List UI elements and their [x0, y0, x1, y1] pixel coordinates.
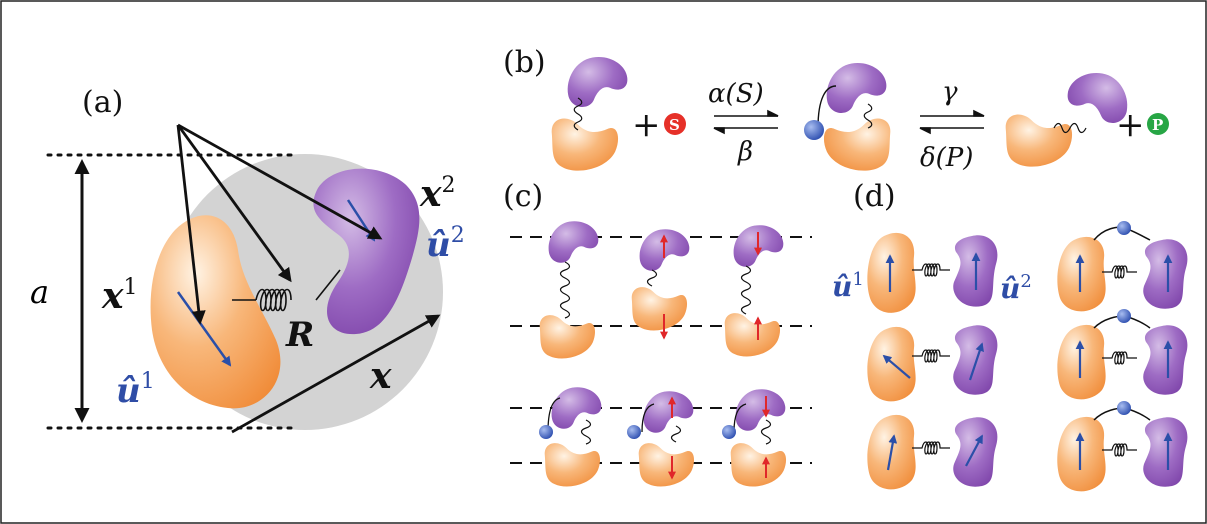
- d-left-row1: [867, 232, 998, 313]
- panel-d-label: (d): [853, 179, 896, 214]
- orange-domain: [150, 215, 281, 409]
- d-left-row2: [867, 325, 998, 402]
- c-row2-col1: [539, 387, 602, 487]
- reaction-2-arrows: [919, 109, 985, 135]
- c-row1-col1: [539, 221, 599, 359]
- pointer-arrows: [176, 123, 441, 434]
- reaction-1-arrows: [713, 109, 779, 135]
- panel-c: (c): [503, 179, 812, 487]
- product-ball: P: [1147, 113, 1169, 135]
- panel-a-label: (a): [82, 85, 123, 120]
- x2-label: x2: [419, 173, 455, 215]
- x1-label: x1: [101, 275, 137, 317]
- spring-a: [232, 269, 341, 312]
- phosphate-ball: [804, 120, 824, 140]
- u2-label: û2: [426, 223, 465, 265]
- plus-2: +: [1116, 105, 1145, 145]
- rate-gamma: γ: [942, 77, 958, 107]
- rate-alpha: α(S): [708, 79, 764, 109]
- u1-arrow: [176, 291, 232, 367]
- panel-d: (d) û1 û2: [832, 179, 1188, 492]
- substrate-ball: S: [664, 113, 686, 135]
- d-right-row1: [1057, 221, 1188, 312]
- d-right-row2: [1057, 309, 1188, 400]
- R-label: R: [285, 315, 314, 355]
- d-u1-label: û1: [832, 269, 864, 303]
- d-right-row3: [1057, 401, 1188, 492]
- svg-text:S: S: [669, 116, 680, 134]
- x-label: x: [369, 355, 392, 397]
- purple-domain: [313, 168, 420, 335]
- plus-1: +: [632, 105, 661, 145]
- u1-label: û1: [116, 369, 155, 411]
- size-symbol: a: [30, 273, 49, 311]
- panel-b: (b) + S α(S) β: [503, 45, 1169, 173]
- c-row1-col2: [631, 229, 690, 340]
- enzyme-closed: [804, 63, 891, 171]
- c-row2-col3: [722, 389, 787, 487]
- svg-text:P: P: [1152, 116, 1163, 134]
- panel-c-label: (c): [503, 179, 543, 214]
- d-u2-label: û2: [1000, 271, 1032, 305]
- c-row2-col2: [627, 391, 695, 487]
- panel-b-label: (b): [503, 45, 546, 80]
- enzyme-open-2: [1005, 73, 1128, 167]
- panel-a: (a) a: [30, 85, 465, 434]
- rate-delta: δ(P): [920, 143, 973, 173]
- rate-beta: β: [737, 137, 753, 167]
- d-left-row3: [867, 414, 998, 490]
- c-row1-col3: [724, 225, 784, 357]
- enzyme-open: [551, 57, 628, 171]
